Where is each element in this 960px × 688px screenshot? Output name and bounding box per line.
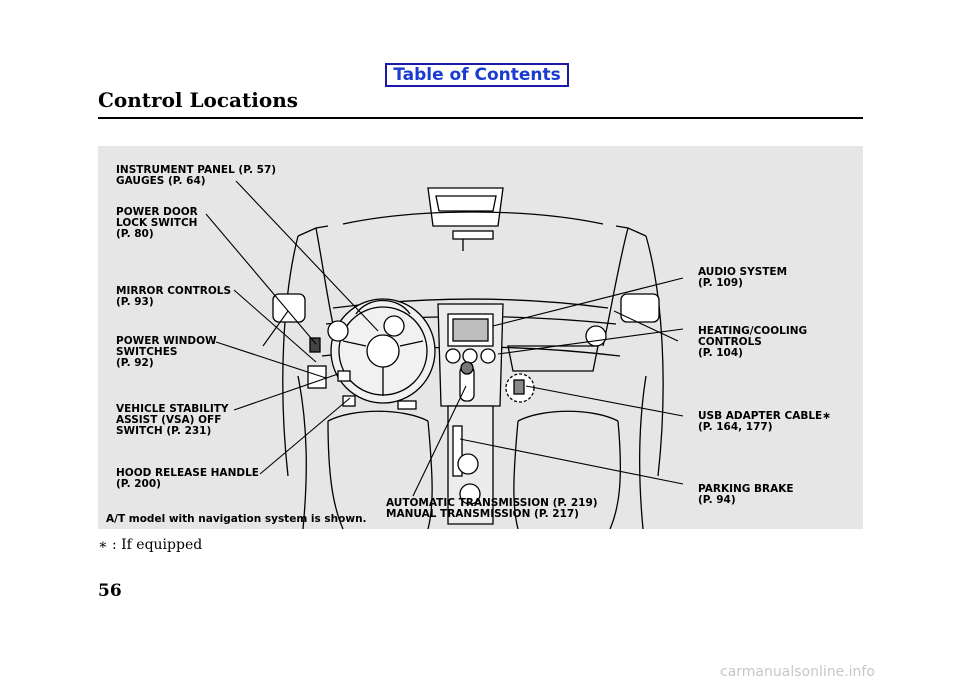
footnote: ∗ : If equipped [98,537,203,553]
title-divider [98,117,863,119]
watermark: carmanualsonline.info [720,664,875,680]
parking-brake-label: PARKING BRAKE (P. 94) [698,483,794,506]
power-door-lock-label: POWER DOOR LOCK SWITCH (P. 80) [116,206,198,240]
dashboard-drawing [205,180,684,529]
mirror-controls-label: MIRROR CONTROLS (P. 93) [116,285,232,308]
transmission-label: AUTOMATIC TRANSMISSION (P. 219) MANUAL T… [386,497,598,520]
page-number: 56 [98,581,122,601]
instrument-panel-label: INSTRUMENT PANEL (P. 57) GAUGES (P. 64) [116,164,277,187]
power-window-label: POWER WINDOW SWITCHES (P. 92) [116,335,217,369]
usb-adapter-label: USB ADAPTER CABLE∗ (P. 164, 177) [698,410,831,433]
page-title: Control Locations [98,88,298,112]
vsa-switch-label: VEHICLE STABILITY ASSIST (VSA) OFF SWITC… [116,403,229,437]
dashboard-illustration: INSTRUMENT PANEL (P. 57) GAUGES (P. 64) … [98,146,863,529]
heating-cooling-label: HEATING/COOLING CONTROLS (P. 104) [698,325,808,359]
figure-caption: A/T model with navigation system is show… [106,513,367,525]
audio-system-label: AUDIO SYSTEM (P. 109) [698,266,788,289]
table-of-contents-link[interactable]: Table of Contents [385,63,569,87]
hood-release-label: HOOD RELEASE HANDLE (P. 200) [116,467,259,490]
